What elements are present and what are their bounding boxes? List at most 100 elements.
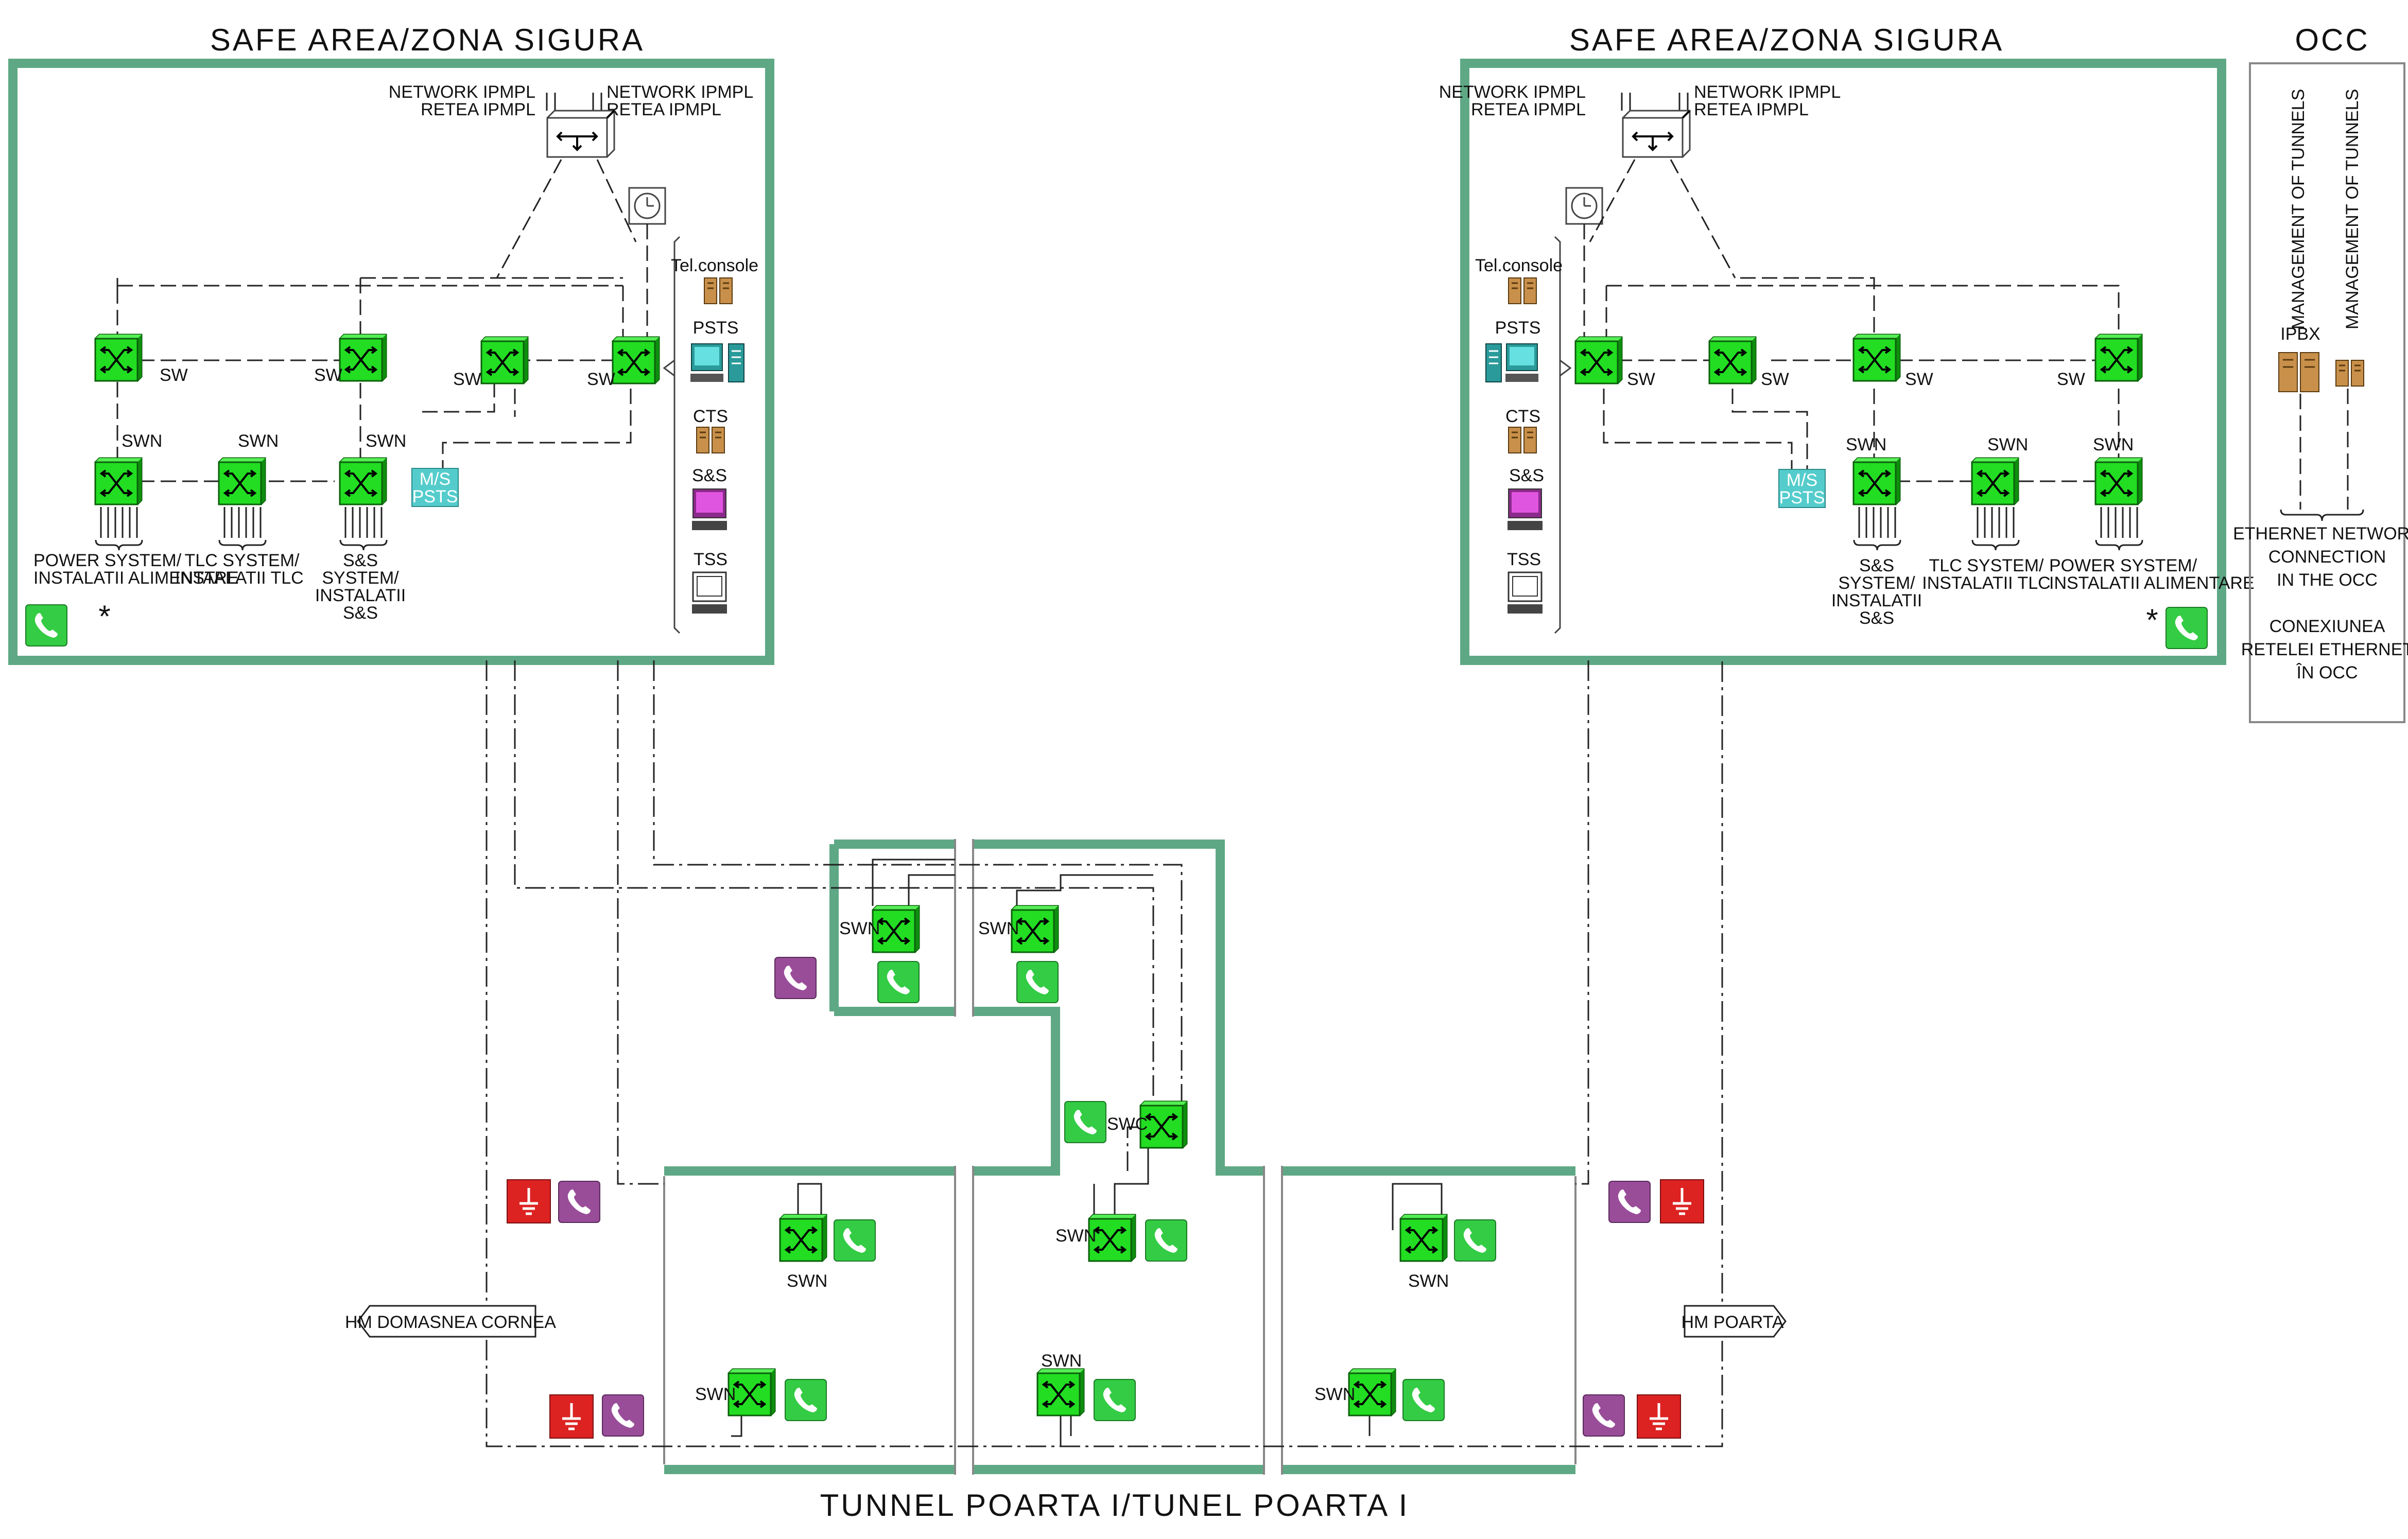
switch-icon (2094, 457, 2143, 505)
occ-ethernet-label-2: CONNECTION (2268, 547, 2386, 567)
tel-console-icon (1508, 277, 1537, 305)
power-system-label: POWER SYSTEM/ (33, 551, 182, 570)
outputs (1971, 506, 2020, 551)
earth-ground-icon (1637, 1395, 1681, 1438)
network-label-b-ro: RETEA IPMPL (1694, 100, 1809, 119)
switch-label: SWN (1846, 435, 1886, 454)
ms-psts-label-2: PSTS (412, 487, 458, 506)
occ-title: OCC (2295, 23, 2369, 57)
switch-label: SWN (1055, 1226, 1096, 1246)
switch-icon (1852, 457, 1901, 505)
switch-label: SWN (2093, 435, 2134, 454)
switch-icon (480, 336, 529, 384)
switch-icon (1399, 1214, 1448, 1262)
psts-label: PSTS (1495, 318, 1541, 338)
switch-label: SWN (122, 431, 162, 451)
switch-label: SWN (366, 431, 406, 451)
ss-system-label: S&S (1859, 556, 1894, 575)
clock-icon (1565, 187, 1603, 225)
phone-icon (1454, 1219, 1496, 1262)
switch-label: SW (587, 370, 615, 389)
psts-label: PSTS (693, 318, 739, 338)
ss-console-label: S&S (1509, 466, 1544, 485)
switch-label: SWN (787, 1271, 827, 1291)
direction-left-arrow: HM DOMASNEA CORNEA (345, 1305, 556, 1338)
network-label-a: NETWORK IPMPL (1439, 82, 1586, 102)
switch-label: SW (2057, 370, 2085, 389)
tlc-system-label-ro: INSTALATII TLC (175, 568, 303, 588)
switch-icon (1036, 1368, 1085, 1416)
phone-icon (1016, 961, 1059, 1003)
switch-label: SW (314, 365, 342, 385)
switch-icon (339, 334, 387, 382)
switch-label: SWN (978, 919, 1019, 938)
ss-system-label-4: S&S (1859, 608, 1894, 628)
outputs (2095, 506, 2143, 551)
occ-management-label-2: MANAGEMENT OF TUNNELS (2343, 89, 2362, 329)
ss-system-label-3: INSTALATII (315, 586, 406, 605)
occ-ro-label-3: ÎN OCC (2296, 663, 2358, 683)
asterisk: * (2146, 603, 2160, 637)
psts-computer-icon (689, 343, 745, 383)
switch-icon (779, 1214, 827, 1262)
ss-system-label-2: SYSTEM/ (1838, 573, 1915, 593)
earth-ground-icon (1660, 1180, 1704, 1223)
switch-icon (612, 336, 660, 384)
occ-box (2249, 62, 2405, 723)
switch-label: SW (160, 365, 188, 385)
power-system-label: POWER SYSTEM/ (2049, 556, 2197, 575)
psts-computer-icon (1485, 343, 1539, 383)
ms-psts-label: M/S (420, 469, 451, 489)
switch-icon (94, 334, 143, 382)
asterisk: * (98, 599, 112, 634)
ss-computer-icon (1507, 488, 1543, 531)
emergency-phone-icon (602, 1394, 644, 1437)
tunnel-cable (514, 660, 1154, 1171)
cts-label: CTS (1505, 407, 1540, 426)
outputs (218, 506, 267, 551)
occ-ethernet-label-3: IN THE OCC (2277, 570, 2378, 590)
tss-label: TSS (1507, 550, 1541, 569)
switch-label: SWN (1314, 1385, 1355, 1404)
occ-ethernet-label: ETHERNET NETWORK (2233, 524, 2408, 544)
ipbx-label: IPBX (2280, 324, 2320, 344)
switch-label: SW (1905, 370, 1933, 389)
emergency-phone-icon (1608, 1181, 1651, 1223)
power-system-label-ro: INSTALATII ALIMENTARE (33, 568, 239, 588)
switch-icon (1852, 334, 1901, 382)
router-icon (546, 110, 615, 158)
earth-ground-icon (550, 1395, 593, 1438)
network-label-b: NETWORK IPMPL (607, 82, 753, 102)
phone-icon (1145, 1219, 1187, 1262)
ss-system-label: S&S (343, 551, 378, 570)
occ-ro-label: CONEXIUNEA (2270, 617, 2385, 636)
network-label-b: NETWORK IPMPL (1694, 82, 1841, 102)
outputs (95, 506, 143, 551)
tss-computer-icon (691, 571, 728, 615)
switch-label: SWN (1408, 1271, 1449, 1291)
ss-computer-icon (691, 488, 727, 531)
emergency-phone-icon (1583, 1394, 1625, 1437)
switch-icon (1574, 336, 1623, 384)
switch-label: SW (453, 370, 481, 389)
network-label-a-ro: RETEA IPMPL (421, 100, 535, 119)
ss-system-label-2: SYSTEM/ (322, 568, 399, 588)
emergency-phone-icon (774, 957, 817, 999)
tss-label: TSS (694, 550, 727, 569)
phone-icon (834, 1219, 876, 1262)
cts-icon (696, 426, 725, 454)
occ-rack-icon (2335, 359, 2365, 387)
switch-icon (94, 457, 143, 505)
network-label-a-ro: RETEA IPMPL (1471, 100, 1586, 119)
switch-label: SWN (1987, 435, 2028, 454)
outputs (1853, 506, 1901, 551)
switch-icon (2094, 334, 2143, 382)
phone-icon (25, 604, 67, 646)
cts-label: CTS (693, 407, 728, 426)
switch-label: SWN (839, 919, 880, 938)
direction-right-label: HM POARTA (1682, 1313, 1784, 1332)
tlc-system-label-ro: INSTALATII TLC (1922, 573, 2050, 593)
ms-psts-label-2: PSTS (1779, 488, 1825, 508)
right-safe-area-title: SAFE AREA/ZONA SIGURA (1569, 23, 2004, 57)
tel-console-label: Tel.console (671, 256, 758, 275)
